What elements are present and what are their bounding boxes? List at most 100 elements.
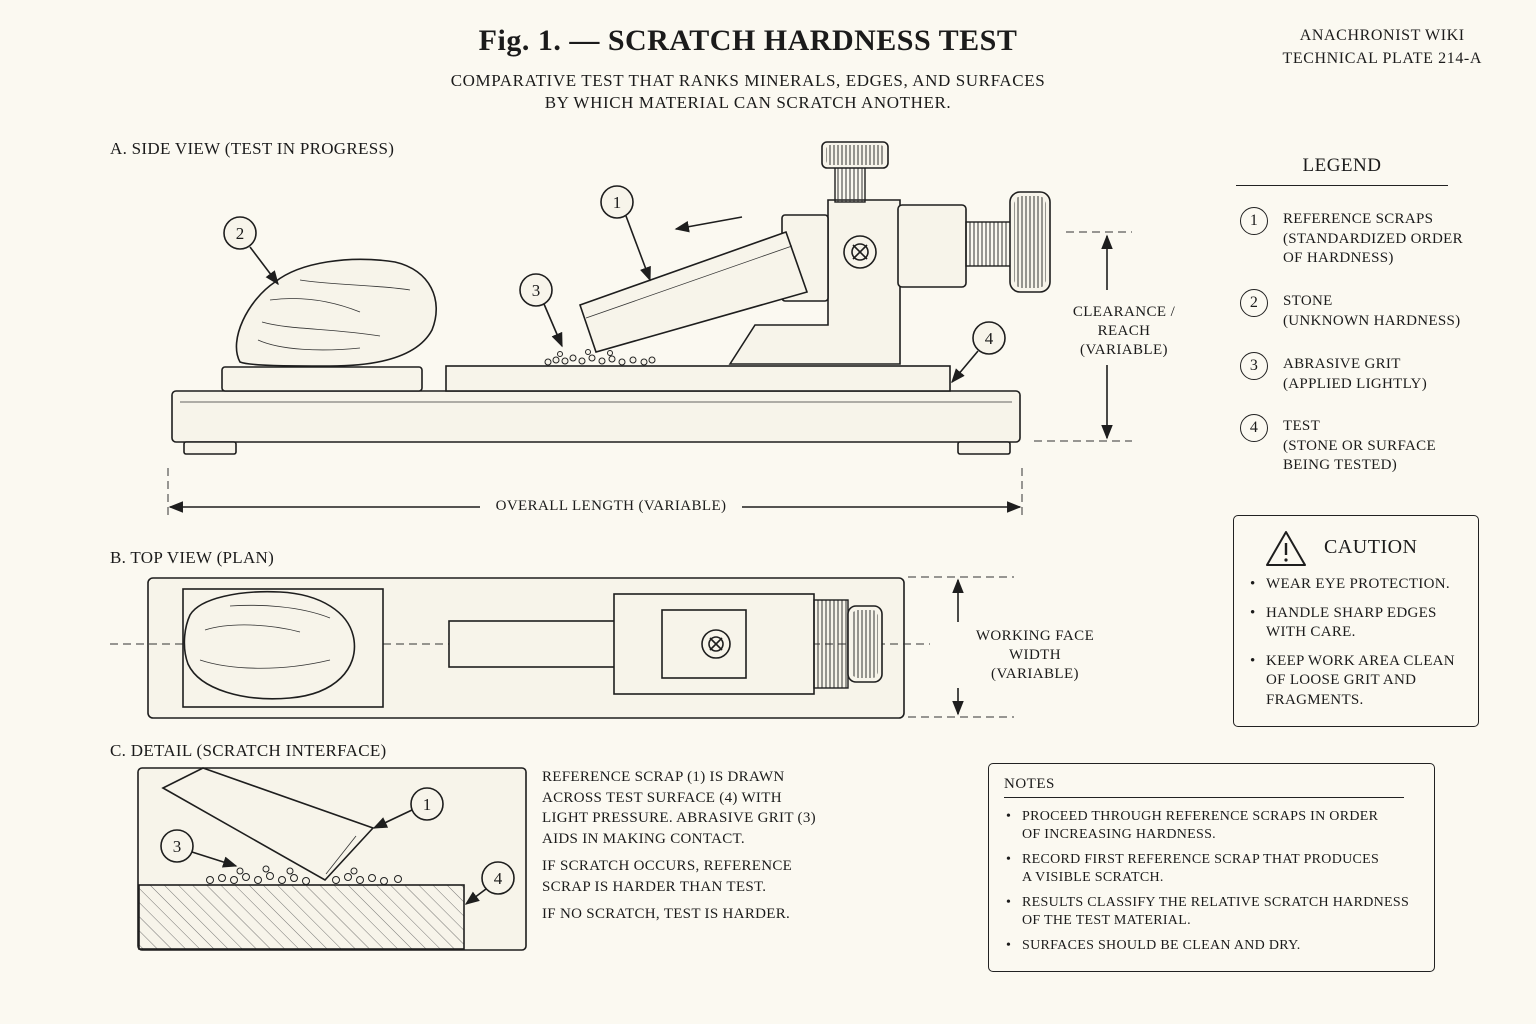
side-base-board: [171, 390, 1021, 443]
callout-3-side: 3: [519, 273, 563, 348]
legend-line: BEING TESTED): [1283, 457, 1398, 473]
callout-number: 3: [173, 837, 182, 856]
section-a-label: A. SIDE VIEW (TEST IN PROGRESS): [110, 139, 394, 159]
detail-line: REFERENCE SCRAP (1) IS DRAWN: [542, 769, 785, 785]
figure-title: Fig. 1. — SCRATCH HARDNESS TEST: [478, 24, 1018, 57]
section-b-qualifier: (PLAN): [216, 548, 275, 567]
legend-number: 3: [1240, 352, 1268, 380]
note-item: RESULTS CLASSIFY THE RELATIVE SCRATCH HA…: [1004, 894, 1424, 930]
detail-paragraph: IF NO SCRATCH, TEST IS HARDER.: [542, 904, 842, 925]
callout-number: 1: [423, 795, 432, 814]
clearance-line: CLEARANCE /: [1072, 304, 1176, 320]
legend-line: (APPLIED LIGHTLY): [1283, 375, 1427, 392]
side-view: 1 2 3 4: [167, 141, 1132, 518]
section-a-heading: A. SIDE VIEW: [110, 139, 221, 158]
section-c-label: C. DETAIL (SCRATCH INTERFACE): [110, 741, 387, 761]
legend-number: 2: [1240, 289, 1268, 317]
callout-1-side: 1: [600, 185, 651, 282]
clearance-label: CLEARANCE / REACH (VARIABLE): [1062, 303, 1186, 360]
legend-item: 1 REFERENCE SCRAPS (STANDARDIZED ORDER O…: [1240, 207, 1480, 269]
figure-subtitle: COMPARATIVE TEST THAT RANKS MINERALS, ED…: [0, 70, 1496, 114]
caution-line: WEAR EYE PROTECTION.: [1266, 576, 1450, 592]
detail-line: IF NO SCRATCH, TEST IS HARDER.: [542, 906, 791, 922]
callout-3-detail: 3: [160, 829, 238, 868]
note-line: PROCEED THROUGH REFERENCE SCRAPS IN ORDE…: [1022, 809, 1379, 824]
caution-item: KEEP WORK AREA CLEAN OF LOOSE GRIT AND F…: [1248, 652, 1474, 711]
detail-description: REFERENCE SCRAP (1) IS DRAWN ACROSS TEST…: [542, 767, 842, 932]
section-b-label: B. TOP VIEW (PLAN): [110, 548, 274, 568]
callout-2-side: 2: [223, 216, 279, 286]
caution-line: FRAGMENTS.: [1266, 691, 1364, 708]
plate-source: ANACHRONIST WIKI: [1299, 27, 1465, 44]
note-line: SURFACES SHOULD BE CLEAN AND DRY.: [1022, 938, 1301, 953]
notes-box: [988, 763, 1435, 972]
legend-line: OF HARDNESS): [1283, 250, 1394, 266]
legend-line: (STONE OR SURFACE: [1283, 437, 1436, 454]
caution-box: [1233, 515, 1479, 727]
note-item: RECORD FIRST REFERENCE SCRAP THAT PRODUC…: [1004, 851, 1424, 887]
caution-line: OF LOOSE GRIT AND: [1266, 672, 1417, 688]
holder-block: [897, 204, 967, 288]
plate-id: ANACHRONIST WIKI TECHNICAL PLATE 214-A: [1282, 24, 1482, 70]
stone-top: [183, 590, 356, 700]
legend-divider: [1236, 185, 1448, 186]
caution-line: HANDLE SHARP EDGES: [1266, 604, 1437, 621]
detail-line: ACROSS TEST SURFACE (4) WITH: [542, 789, 782, 806]
legend-item: 4 TEST (STONE OR SURFACE BEING TESTED): [1240, 414, 1480, 476]
callout-number: 1: [613, 193, 622, 212]
clearance-line: (VARIABLE): [1080, 342, 1168, 358]
plate-number: TECHNICAL PLATE 214-A: [1282, 50, 1482, 67]
section-b-heading: B. TOP VIEW: [110, 548, 213, 567]
caution-item: WEAR EYE PROTECTION.: [1248, 575, 1474, 595]
notes-list: PROCEED THROUGH REFERENCE SCRAPS IN ORDE…: [1004, 808, 1424, 962]
detail-test-surface: [138, 884, 465, 950]
section-c-qualifier: (SCRATCH INTERFACE): [196, 741, 387, 760]
legend-line: (STANDARDIZED ORDER: [1283, 230, 1463, 247]
legend-item: 2 STONE (UNKNOWN HARDNESS): [1240, 289, 1480, 331]
working-face-line: WORKING FACE: [975, 628, 1095, 644]
top-view: [110, 576, 1014, 719]
callout-4-side: 4: [951, 321, 1006, 384]
section-a-qualifier: (TEST IN PROGRESS): [224, 139, 395, 158]
note-line: OF THE TEST MATERIAL.: [1022, 913, 1191, 928]
caution-list: WEAR EYE PROTECTION. HANDLE SHARP EDGES …: [1248, 575, 1474, 719]
caution-line: KEEP WORK AREA CLEAN: [1266, 652, 1455, 669]
callout-4-detail: 4: [464, 861, 515, 905]
notes-divider: [1004, 797, 1404, 798]
stone-pad: [221, 366, 423, 392]
warning-triangle-icon: [1266, 531, 1306, 566]
subtitle-line: BY WHICH MATERIAL CAN SCRATCH ANOTHER.: [544, 93, 952, 112]
callout-number: 2: [236, 224, 245, 243]
note-line: OF INCREASING HARDNESS.: [1022, 827, 1216, 842]
legend-line: STONE: [1283, 293, 1333, 309]
legend-number: 4: [1240, 414, 1268, 442]
detail-view: 1 3 4: [137, 767, 527, 951]
working-face-label: WORKING FACE WIDTH (VARIABLE): [966, 627, 1104, 684]
clearance-line: REACH: [1097, 323, 1151, 339]
top-thread: [813, 599, 849, 689]
legend-line: (UNKNOWN HARDNESS): [1283, 312, 1461, 329]
note-line: A VISIBLE SCRATCH.: [1022, 870, 1164, 885]
detail-line: IF SCRATCH OCCURS, REFERENCE: [542, 858, 793, 874]
detail-line: SCRAP IS HARDER THAN TEST.: [542, 878, 767, 895]
side-foot-left: [183, 441, 237, 455]
test-surface-side: [445, 365, 951, 392]
detail-grit: [206, 865, 402, 885]
motion-arrow: [674, 216, 743, 233]
callout-number: 3: [532, 281, 541, 300]
reference-scrap-side: [578, 230, 809, 353]
caution-item: HANDLE SHARP EDGES WITH CARE.: [1248, 604, 1474, 643]
side-foot-right: [957, 441, 1011, 455]
subtitle-line: COMPARATIVE TEST THAT RANKS MINERALS, ED…: [450, 71, 1046, 90]
note-item: SURFACES SHOULD BE CLEAN AND DRY.: [1004, 937, 1424, 955]
note-line: RESULTS CLASSIFY THE RELATIVE SCRATCH HA…: [1022, 895, 1410, 910]
legend-line: ABRASIVE GRIT: [1283, 356, 1401, 372]
callout-number: 4: [985, 329, 994, 348]
stone-side: [235, 258, 437, 367]
section-c-heading: C. DETAIL: [110, 741, 192, 760]
legend-title: LEGEND: [1302, 155, 1382, 176]
detail-paragraph: IF SCRATCH OCCURS, REFERENCE SCRAP IS HA…: [542, 856, 842, 897]
caution-title: CAUTION: [1324, 536, 1418, 558]
detail-paragraph: REFERENCE SCRAP (1) IS DRAWN ACROSS TEST…: [542, 767, 842, 849]
